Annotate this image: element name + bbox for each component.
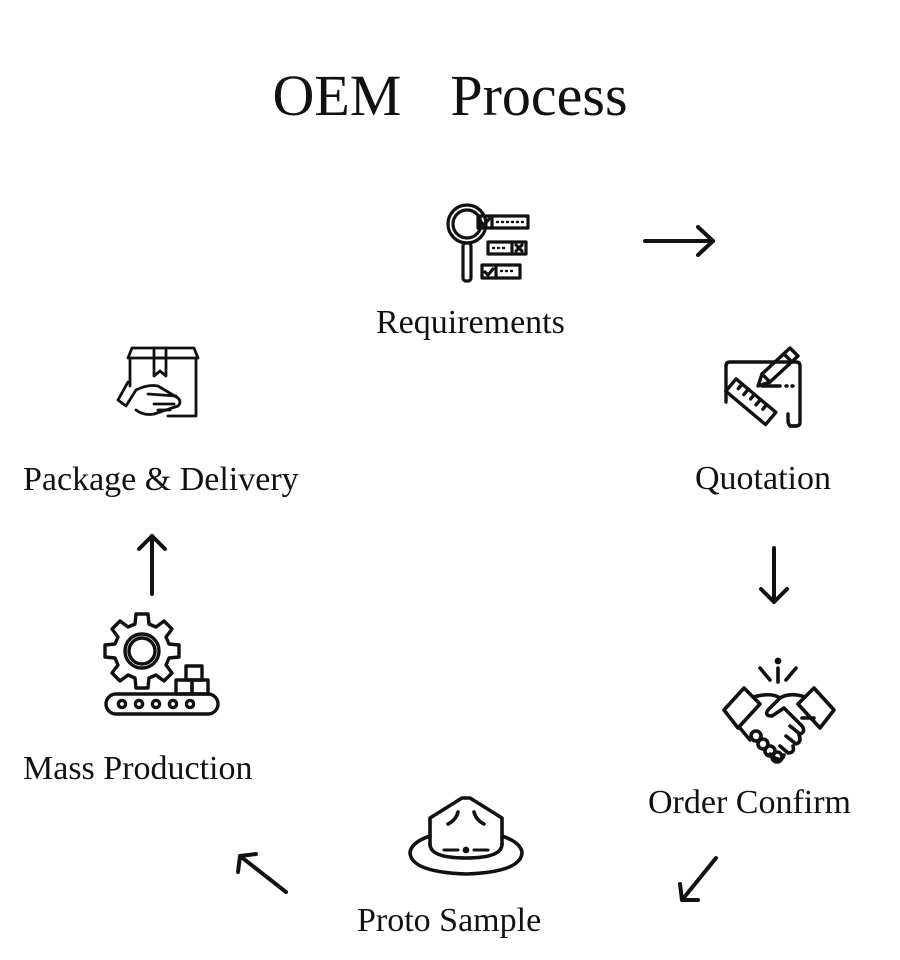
handshake-icon [720,656,838,774]
arrow-up-left-icon [234,850,290,896]
step-label-proto-sample: Proto Sample [357,902,542,939]
step-label-requirements: Requirements [376,304,565,341]
arrow-down-icon [757,546,791,606]
drawing-ruler-pencil-icon [718,344,808,430]
diagram-title: OEM Process [272,63,628,128]
step-label-quotation: Quotation [695,460,831,497]
box-hand-icon [114,346,202,420]
step-label-mass-production: Mass Production [23,750,253,787]
step-label-order-confirm: Order Confirm [648,784,852,821]
arrow-up-icon [135,532,169,596]
gear-conveyor-icon [102,610,222,720]
arrow-right-icon [643,224,717,258]
step-label-package-delivery: Package & Delivery [23,461,299,498]
magnifier-checklist-icon [444,200,534,288]
hat-icon [404,788,526,884]
arrow-down-left-icon [676,854,722,906]
